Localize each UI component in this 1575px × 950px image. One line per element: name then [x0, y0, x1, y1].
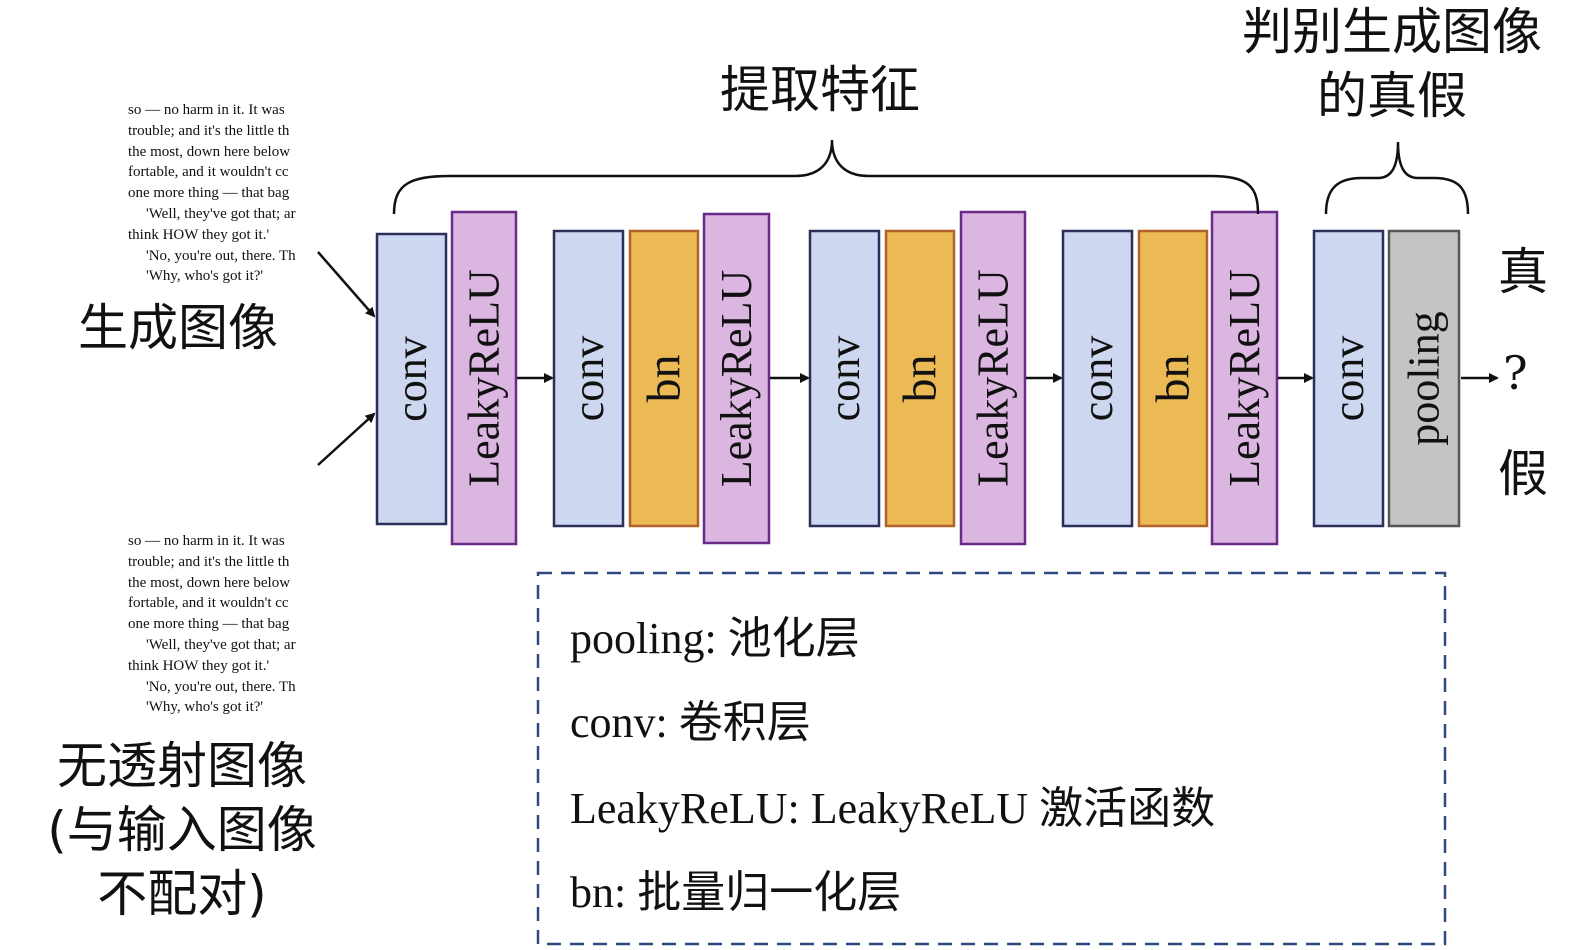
unpaired-label-line: (与输入图像 — [47, 801, 317, 859]
layer-block-rect — [1137, 229, 1209, 528]
layer-block-rect — [808, 229, 881, 528]
unpaired-image-thumbnail: so — no harm in it. It was trouble; and … — [128, 531, 318, 723]
brace-feature-extraction — [392, 139, 1260, 215]
layer-block-conv: conv — [375, 232, 448, 526]
output-question-label: ? — [1503, 346, 1528, 400]
layer-block-label: conv — [564, 336, 613, 422]
sample-line: 'Why, who's got it?' — [146, 699, 264, 716]
layer-block-leaky: LeakyReLU — [959, 210, 1027, 546]
layer-block-rect — [450, 210, 518, 546]
layer-block-rect — [1312, 229, 1385, 528]
sample-line: trouble; and it's the little th — [128, 122, 290, 139]
sample-line: 'Well, they've got that; ar — [146, 636, 296, 653]
arrow-generated-input — [317, 251, 376, 318]
sample-line: one more thing — that bag — [128, 185, 290, 202]
sample-line: the most, down here below — [128, 143, 291, 160]
judge-label: 判别生成图像 的真假 — [1222, 0, 1562, 128]
layer-block-bn: bn — [884, 229, 956, 528]
layer-block-rect — [375, 232, 448, 526]
layer-block-leaky: LeakyReLU — [450, 210, 518, 546]
layer-block-rect — [628, 229, 700, 528]
layer-block-rect — [702, 212, 771, 545]
judge-label-line: 判别生成图像 — [1242, 3, 1542, 61]
output-real-label: 真 — [1498, 243, 1548, 301]
brace-judge — [1324, 141, 1470, 215]
layer-block-bn: bn — [628, 229, 700, 528]
layer-block-rect — [959, 210, 1027, 546]
layer-block-label: LeakyReLU — [1220, 269, 1269, 486]
arrow-unpaired-input — [317, 412, 376, 466]
sample-line: the most, down here below — [128, 574, 291, 591]
unpaired-image-label: 无透射图像 (与输入图像 不配对) — [22, 734, 342, 926]
layer-block-rect — [1061, 229, 1134, 528]
legend-conv: conv: 卷积层 — [570, 698, 811, 747]
layer-block-rect — [1387, 229, 1461, 528]
sample-line: fortable, and it wouldn't cc — [128, 164, 289, 181]
sample-line: one more thing — that bag — [128, 616, 290, 633]
legend-bn: bn: 批量归一化层 — [570, 868, 902, 917]
sample-line: 'No, you're out, there. Th — [146, 247, 296, 264]
layer-block-label: conv — [1073, 336, 1122, 422]
legend-pooling: pooling: 池化层 — [570, 614, 860, 663]
layer-block-label: pooling — [1400, 311, 1449, 445]
judge-label-line: 的真假 — [1317, 67, 1467, 125]
layer-block-conv: conv — [1312, 229, 1385, 528]
layer-block-pooling: pooling — [1387, 229, 1461, 528]
layer-block-label: conv — [1324, 336, 1373, 422]
sample-line: so — no harm in it. It was — [128, 102, 285, 118]
sample-line: 'Well, they've got that; ar — [146, 205, 296, 222]
sample-line: trouble; and it's the little th — [128, 553, 290, 570]
legend-box — [536, 571, 1447, 946]
legend-leakyrelu: LeakyReLU: LeakyReLU 激活函数 — [570, 784, 1216, 833]
unpaired-label-line: 不配对) — [97, 865, 267, 923]
layer-block-leaky: LeakyReLU — [702, 212, 771, 545]
layer-block-label: conv — [820, 336, 869, 422]
generated-image-label: 生成图像 — [78, 299, 278, 357]
sample-line: so — no harm in it. It was — [128, 533, 285, 549]
sample-line: think HOW they got it.' — [128, 657, 270, 674]
layer-block-label: conv — [387, 336, 436, 422]
layer-block-label: LeakyReLU — [712, 270, 761, 487]
layer-block-label: bn — [638, 355, 691, 403]
sample-line: fortable, and it wouldn't cc — [128, 595, 289, 612]
generated-image-thumbnail: so — no harm in it. It was trouble; and … — [128, 100, 318, 292]
layer-block-label: bn — [1147, 355, 1200, 403]
layer-block-conv: conv — [1061, 229, 1134, 528]
feature-extraction-label: 提取特征 — [720, 61, 920, 119]
output-fake-label: 假 — [1498, 445, 1548, 503]
sample-line: think HOW they got it.' — [128, 226, 270, 243]
layer-block-rect — [552, 229, 625, 528]
layer-block-rect — [884, 229, 956, 528]
layer-block-conv: conv — [552, 229, 625, 528]
layer-block-rect — [1210, 210, 1279, 546]
layer-block-label: LeakyReLU — [460, 269, 509, 486]
layer-block-leaky: LeakyReLU — [1210, 210, 1279, 546]
unpaired-label-line: 无透射图像 — [57, 737, 307, 795]
layer-block-label: bn — [894, 355, 947, 403]
layer-block-conv: conv — [808, 229, 881, 528]
sample-line: 'No, you're out, there. Th — [146, 678, 296, 695]
layer-block-label: LeakyReLU — [969, 269, 1018, 486]
sample-line: 'Why, who's got it?' — [146, 268, 264, 285]
layer-block-bn: bn — [1137, 229, 1209, 528]
